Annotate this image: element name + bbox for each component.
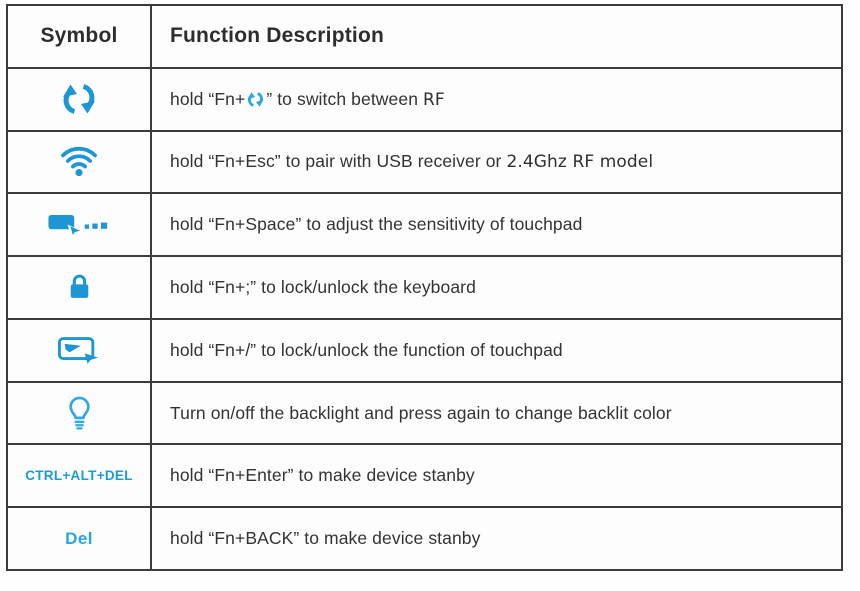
header-cell-description: Function Description <box>152 6 841 67</box>
ctrl-alt-del-symbol: CTRL+ALT+DEL <box>25 468 133 484</box>
symbol-cell <box>8 319 152 381</box>
symbol-cell <box>8 257 152 318</box>
lock-icon <box>66 272 93 303</box>
description-column-header: Function Description <box>170 24 384 48</box>
description-text: hold “Fn+Enter” to make device stanby <box>170 465 475 486</box>
description-text: hold “Fn+ ” to switch between RF <box>170 89 445 110</box>
table-row: hold “Fn+Space” to adjust the sensitivit… <box>8 192 841 256</box>
description-cell: hold “Fn+Enter” to make device stanby <box>152 445 841 506</box>
symbol-column-header: Symbol <box>40 24 118 48</box>
symbol-cell <box>8 382 152 444</box>
description-text: hold “Fn+/” to lock/unlock the function … <box>170 339 563 360</box>
symbol-cell <box>8 68 152 130</box>
table-row: hold “Fn+/” to lock/unlock the function … <box>8 317 841 381</box>
symbol-cell: CTRL+ALT+DEL <box>8 445 152 507</box>
description-text: hold “Fn+Esc” to pair with USB receiver … <box>170 151 653 172</box>
symbol-cell <box>8 194 152 256</box>
table-row: Del hold “Fn+BACK” to make device stanby <box>8 506 841 570</box>
symbol-cell: Del <box>8 508 152 570</box>
sync-arrows-inline-icon <box>246 91 265 107</box>
desc-segment: ” to switch between <box>266 88 423 109</box>
description-cell: hold “Fn+Esc” to pair with USB receiver … <box>152 132 841 193</box>
table-row: CTRL+ALT+DEL hold “Fn+Enter” to make dev… <box>8 443 841 507</box>
description-text: Turn on/off the backlight and press agai… <box>170 402 672 423</box>
description-text: hold “Fn+Space” to adjust the sensitivit… <box>170 214 583 235</box>
sync-arrows-icon <box>56 83 102 115</box>
description-cell: hold “Fn+BACK” to make device stanby <box>152 508 841 569</box>
description-cell: Turn on/off the backlight and press agai… <box>152 383 841 444</box>
description-cell: hold “Fn+;” to lock/unlock the keyboard <box>152 257 841 318</box>
table-row: Turn on/off the backlight and press agai… <box>8 380 841 444</box>
del-symbol: Del <box>65 528 93 548</box>
desc-segment: hold “Fn+ <box>170 88 246 109</box>
function-description-table: Symbol Function Description <box>6 4 843 571</box>
description-cell: hold “Fn+Space” to adjust the sensitivit… <box>152 194 841 255</box>
table-row: hold “Fn+;” to lock/unlock the keyboard <box>8 255 841 318</box>
table-row: hold “Fn+ ” to switch between RF <box>8 66 841 130</box>
symbol-cell <box>8 131 152 193</box>
description-cell: hold “Fn+ ” to switch between RF <box>152 69 841 130</box>
touchpad-sensitivity-icon <box>48 214 110 236</box>
desc-segment-alt: 2.4Ghz RF model <box>506 152 654 173</box>
description-text: hold “Fn+;” to lock/unlock the keyboard <box>170 277 476 298</box>
touchpad-lock-icon <box>58 336 100 365</box>
lightbulb-icon <box>66 395 93 431</box>
table-header-row: Symbol Function Description <box>8 6 841 67</box>
wifi-icon <box>59 146 99 177</box>
table-row: hold “Fn+Esc” to pair with USB receiver … <box>8 129 841 193</box>
header-cell-symbol: Symbol <box>8 6 152 67</box>
description-text: hold “Fn+BACK” to make device stanby <box>170 528 481 549</box>
desc-segment-alt: RF <box>422 89 445 110</box>
desc-segment: hold “Fn+Esc” to pair with USB receiver … <box>170 151 507 172</box>
description-cell: hold “Fn+/” to lock/unlock the function … <box>152 320 841 381</box>
